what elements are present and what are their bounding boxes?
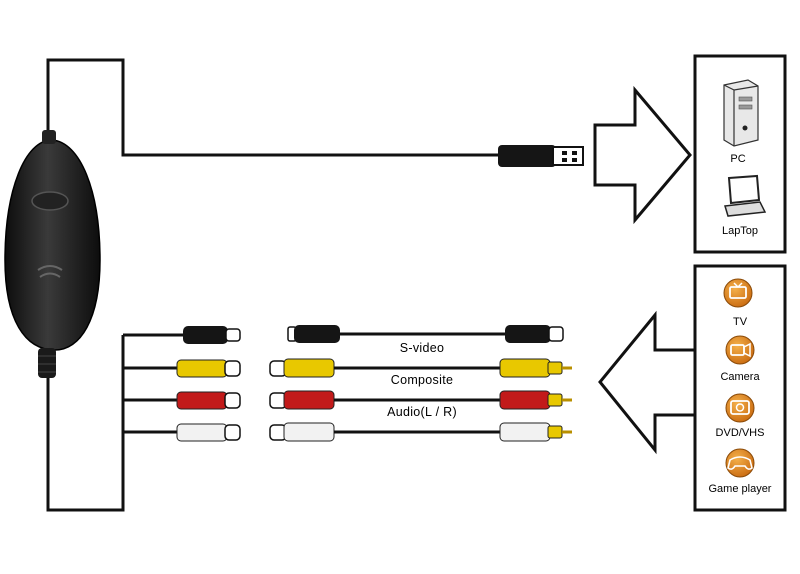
output-devices-box: PC LapTop [693,54,787,254]
usb-plug-icon [498,145,584,167]
harness-branches [123,333,185,434]
game-controller-icon [725,448,755,478]
harness-audio-white-plug-icon [176,423,241,442]
tv-icon [723,278,753,308]
audio-label: Audio(L / R) [387,405,457,419]
laptop-icon [724,174,767,217]
svideo-label: S-video [400,341,444,355]
input-arrow-icon [598,310,697,455]
output-arrow-icon [593,85,692,225]
harness-composite-plug-icon [176,359,241,378]
input-devices-box: TV Camera DVD/VHS Game player [693,264,787,512]
laptop-label: LapTop [722,225,758,237]
av-harness-cable [46,335,125,512]
audio-white-cable [269,422,572,442]
capture-button[interactable] [31,191,69,211]
composite-label: Composite [391,373,453,387]
audio-red-cable [269,390,572,410]
svideo-cable [287,325,564,343]
composite-cable [269,358,572,378]
camera-icon [725,335,755,365]
capture-device [4,130,101,378]
av-cables [269,325,572,442]
game-player-label: Game player [709,483,772,495]
harness-audio-red-plug-icon [176,391,241,410]
harness-plugs [176,326,241,442]
camera-label: Camera [720,371,760,383]
tv-label: TV [733,316,748,328]
harness-svideo-plug-icon [183,326,241,344]
pc-tower-icon [723,79,759,147]
pc-label: PC [730,153,745,165]
dvd-vhs-icon [725,393,755,423]
dvd-vhs-label: DVD/VHS [716,427,765,439]
usb-cable [46,58,500,157]
